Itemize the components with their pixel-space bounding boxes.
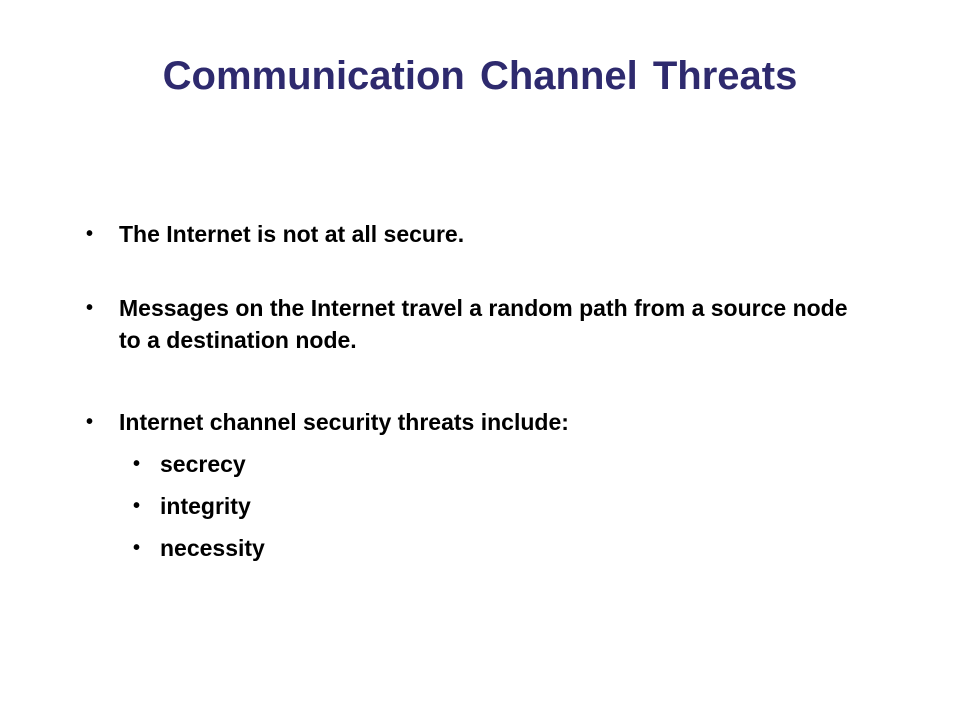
bullet-icon: •	[86, 411, 94, 433]
bullet-item: • Internet channel security threats incl…	[86, 406, 859, 438]
bullet-text: The Internet is not at all secure.	[119, 221, 465, 247]
sub-bullet-item: • integrity	[133, 490, 760, 522]
bullet-icon: •	[133, 537, 141, 559]
bullet-text: Internet channel security threats includ…	[119, 409, 569, 435]
bullet-icon: •	[133, 453, 141, 475]
bullet-icon: •	[86, 297, 94, 319]
bullet-text: Messages on the Internet travel a random…	[119, 295, 848, 353]
sub-bullet-text: secrecy	[160, 451, 246, 477]
slide-title: Communication Channel Threats	[162, 54, 798, 98]
bullet-icon: •	[86, 223, 94, 245]
bullet-item: • The Internet is not at all secure.	[86, 218, 859, 250]
bullet-item: • Messages on the Internet travel a rand…	[86, 292, 859, 356]
sub-bullet-item: • secrecy	[133, 448, 760, 480]
bullet-icon: •	[133, 495, 141, 517]
sub-bullet-text: necessity	[160, 535, 265, 561]
sub-bullet-item: • necessity	[133, 532, 760, 564]
sub-bullet-text: integrity	[160, 493, 251, 519]
